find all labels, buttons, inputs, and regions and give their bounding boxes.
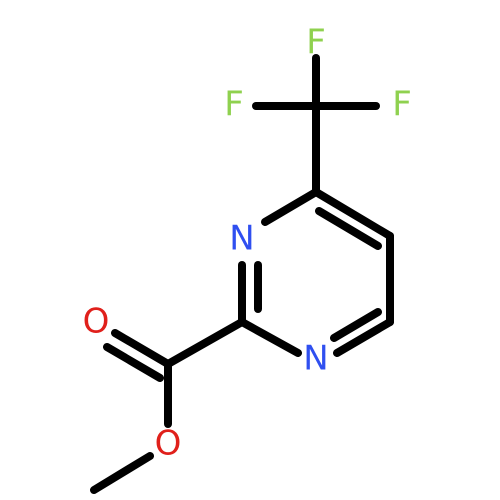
nitrogen-lower: N (303, 339, 328, 379)
bond-c6-n1-double (330, 308, 382, 342)
bond-layer (90, 54, 394, 494)
atom-layer: F F F N N O O (83, 23, 412, 464)
bond-c4-c5-double (315, 207, 382, 250)
fluorine-left: F (224, 85, 244, 125)
bond-c4-c5 (312, 188, 394, 240)
bond-carbonyl-double-1 (111, 329, 172, 368)
oxygen-carbonyl: O (83, 302, 110, 342)
bond-carbonyl-double-2 (103, 343, 164, 382)
fluorine-right: F (392, 85, 412, 125)
bond-n3-c4 (261, 188, 320, 226)
fluorine-top: F (306, 23, 326, 63)
nitrogen-upper: N (229, 219, 254, 259)
bond-c2-carbonylc (164, 318, 246, 368)
bond-c6-n1 (333, 318, 394, 357)
oxygen-ester: O (155, 424, 182, 464)
bond-oester-methyl (90, 452, 154, 494)
bond-n1-c2 (238, 318, 302, 357)
